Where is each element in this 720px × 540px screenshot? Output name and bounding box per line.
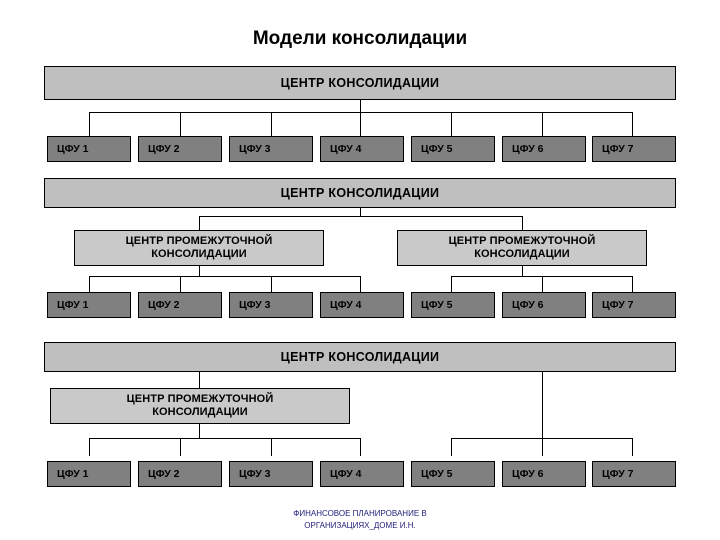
model-1-leaf-5: ЦФУ 5 — [411, 136, 495, 162]
model-2-drop-6 — [542, 276, 543, 292]
model-2-leaf-7: ЦФУ 7 — [592, 292, 676, 318]
footer: ФИНАНСОВОЕ ПЛАНИРОВАНИЕ В ОРГАНИЗАЦИЯХ_Д… — [0, 508, 720, 531]
model-1-drop-5 — [451, 112, 452, 136]
model-2-intermediate-left-line1: ЦЕНТР ПРОМЕЖУТОЧНОЙ — [125, 235, 273, 248]
model-1-center-box: ЦЕНТР КОНСОЛИДАЦИИ — [44, 66, 676, 100]
model-1-trunk — [360, 100, 361, 112]
model-2-leaf-2: ЦФУ 2 — [138, 292, 222, 318]
model-3-right-trunk — [542, 372, 543, 438]
model-3-trunk — [199, 372, 200, 388]
model-2-intermediate-right: ЦЕНТР ПРОМЕЖУТОЧНОЙ КОНСОЛИДАЦИИ — [397, 230, 647, 266]
model-3-center-box: ЦЕНТР КОНСОЛИДАЦИИ — [44, 342, 676, 372]
model-3-leaf-4: ЦФУ 4 — [320, 461, 404, 487]
model-2-intermediate-left: ЦЕНТР ПРОМЕЖУТОЧНОЙ КОНСОЛИДАЦИИ — [74, 230, 324, 266]
model-2-leaf-6: ЦФУ 6 — [502, 292, 586, 318]
footer-line-2: ОРГАНИЗАЦИЯХ_ДОМЕ И.Н. — [304, 520, 416, 530]
model-1-drop-4 — [360, 112, 361, 136]
model-3-intermediate-trunk — [199, 424, 200, 438]
footer-line-1: ФИНАНСОВОЕ ПЛАНИРОВАНИЕ В — [293, 509, 427, 518]
model-2-leaf-5: ЦФУ 5 — [411, 292, 495, 318]
model-2-leaf-1: ЦФУ 1 — [47, 292, 131, 318]
model-2-drop-3 — [271, 276, 272, 292]
model-2-center-box: ЦЕНТР КОНСОЛИДАЦИИ — [44, 178, 676, 208]
model-3-leaf-1: ЦФУ 1 — [47, 461, 131, 487]
model-1-drop-1 — [89, 112, 90, 136]
model-1-drop-2 — [180, 112, 181, 136]
model-3-drop-2 — [180, 438, 181, 456]
page-title: Модели консолидации — [252, 28, 468, 49]
model-2-drop-left — [199, 216, 200, 230]
model-3-drop-3 — [271, 438, 272, 456]
model-3-leaf-3: ЦФУ 3 — [229, 461, 313, 487]
model-2-right-trunk — [522, 266, 523, 276]
model-3-left-bus — [89, 438, 361, 439]
model-2-left-bus — [89, 276, 361, 277]
model-3-drop-1 — [89, 438, 90, 456]
model-1-drop-6 — [542, 112, 543, 136]
model-2-drop-right — [522, 216, 523, 230]
model-2-drop-1 — [89, 276, 90, 292]
model-3-intermediate-line2: КОНСОЛИДАЦИИ — [152, 406, 248, 418]
model-2-leaf-3: ЦФУ 3 — [229, 292, 313, 318]
model-2-trunk — [360, 208, 361, 216]
model-3-drop-4 — [360, 438, 361, 456]
model-3-leaf-5: ЦФУ 5 — [411, 461, 495, 487]
model-2-bus — [199, 216, 522, 217]
model-3-leaf-2: ЦФУ 2 — [138, 461, 222, 487]
model-3-drop-6 — [542, 438, 543, 456]
model-2-intermediate-right-line1: ЦЕНТР ПРОМЕЖУТОЧНОЙ — [448, 235, 596, 248]
model-1-drop-3 — [271, 112, 272, 136]
model-2-drop-5 — [451, 276, 452, 292]
model-1-leaf-1: ЦФУ 1 — [47, 136, 131, 162]
model-1-leaf-7: ЦФУ 7 — [592, 136, 676, 162]
model-1-drop-7 — [632, 112, 633, 136]
model-3-drop-5 — [451, 438, 452, 456]
model-1-leaf-4: ЦФУ 4 — [320, 136, 404, 162]
model-2-drop-7 — [632, 276, 633, 292]
model-2-drop-2 — [180, 276, 181, 292]
model-3-intermediate-line1: ЦЕНТР ПРОМЕЖУТОЧНОЙ — [126, 393, 274, 406]
model-2-drop-4 — [360, 276, 361, 292]
model-2-intermediate-right-line2: КОНСОЛИДАЦИИ — [474, 248, 570, 260]
model-1-leaf-3: ЦФУ 3 — [229, 136, 313, 162]
model-3-leaf-7: ЦФУ 7 — [592, 461, 676, 487]
model-2-intermediate-left-line2: КОНСОЛИДАЦИИ — [151, 248, 247, 260]
model-1-leaf-6: ЦФУ 6 — [502, 136, 586, 162]
model-3-intermediate: ЦЕНТР ПРОМЕЖУТОЧНОЙ КОНСОЛИДАЦИИ — [50, 388, 350, 424]
model-3-leaf-6: ЦФУ 6 — [502, 461, 586, 487]
model-2-leaf-4: ЦФУ 4 — [320, 292, 404, 318]
model-3-drop-7 — [632, 438, 633, 456]
model-2-left-trunk — [199, 266, 200, 276]
model-1-leaf-2: ЦФУ 2 — [138, 136, 222, 162]
